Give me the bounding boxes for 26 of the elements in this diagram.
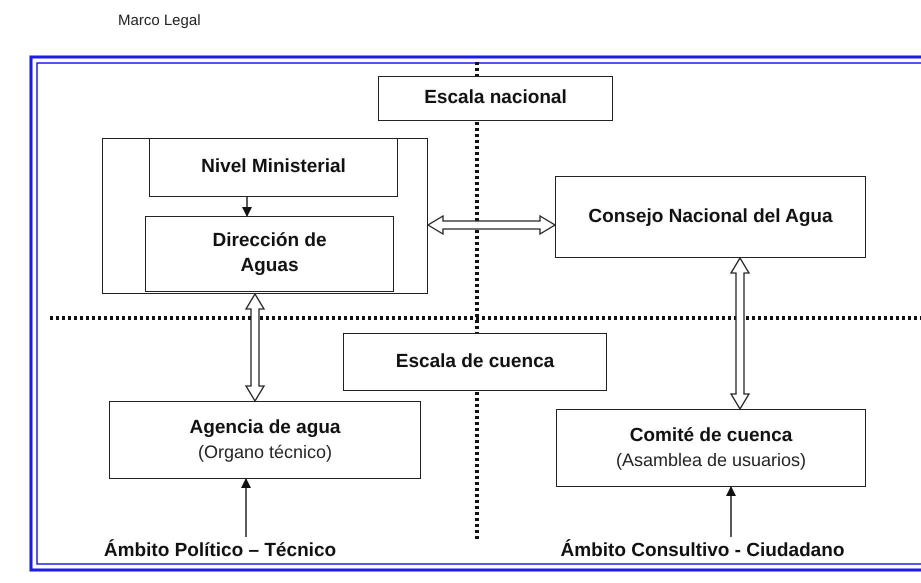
organ-box: [145, 216, 394, 292]
arrow: [726, 486, 736, 537]
box-heading: Nivel Ministerial: [201, 155, 346, 180]
box-heading: Consejo Nacional del Agua: [588, 204, 833, 229]
box-heading: Escala nacional: [424, 86, 567, 110]
scope-label: Ámbito Político – Técnico: [50, 537, 390, 565]
double-arrow: [426, 214, 556, 236]
double-arrow: [730, 256, 750, 410]
title: Marco Legal: [118, 12, 201, 29]
box-heading: Comité de cuenca: [630, 424, 792, 448]
organ-box: [343, 333, 607, 391]
organ-box: [378, 76, 613, 121]
box-heading: Escala de cuenca: [396, 350, 554, 374]
arrow: [242, 197, 252, 217]
organ-box: [149, 138, 398, 197]
box-subtitle: (Asamblea de usuarios): [616, 449, 806, 472]
box-subtitle: (Organo técnico): [198, 441, 332, 464]
arrow: [241, 478, 251, 537]
box-heading: Agencia de agua: [190, 416, 340, 440]
organ-box: [109, 401, 421, 479]
scope-label: Ámbito Consultivo - Ciudadano: [505, 537, 900, 565]
organ-box: [556, 409, 866, 487]
double-arrow: [244, 292, 266, 402]
group-box: [102, 138, 428, 294]
box-heading: Dirección de Aguas: [211, 229, 328, 278]
organ-box: [555, 176, 866, 258]
